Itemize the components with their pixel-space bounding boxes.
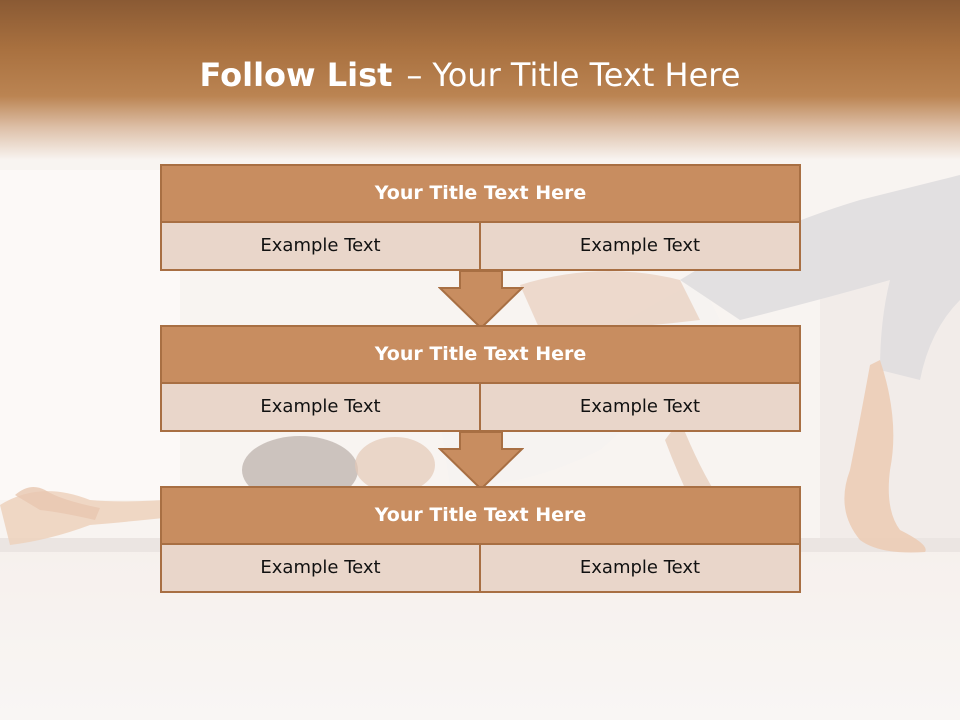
list-block: Your Title Text Here Example Text Exampl… [160,486,801,593]
block-right-cell: Example Text [479,221,801,271]
block-left-cell: Example Text [160,221,481,271]
list-block: Your Title Text Here Example Text Exampl… [160,325,801,432]
block-left-cell: Example Text [160,382,481,432]
block-right-cell: Example Text [479,382,801,432]
block-right-cell: Example Text [479,543,801,593]
down-arrow-icon [438,270,524,330]
slide-title: Follow List–Your Title Text Here [0,52,940,98]
slide-title-dash: – [406,56,423,94]
down-arrow-icon [438,431,524,491]
slide-title-bold: Follow List [199,56,393,94]
block-left-cell: Example Text [160,543,481,593]
header-band [0,0,960,160]
block-title: Your Title Text Here [160,164,801,223]
slide-title-rest: Your Title Text Here [432,56,741,94]
block-title: Your Title Text Here [160,486,801,545]
list-block: Your Title Text Here Example Text Exampl… [160,164,801,271]
block-title: Your Title Text Here [160,325,801,384]
